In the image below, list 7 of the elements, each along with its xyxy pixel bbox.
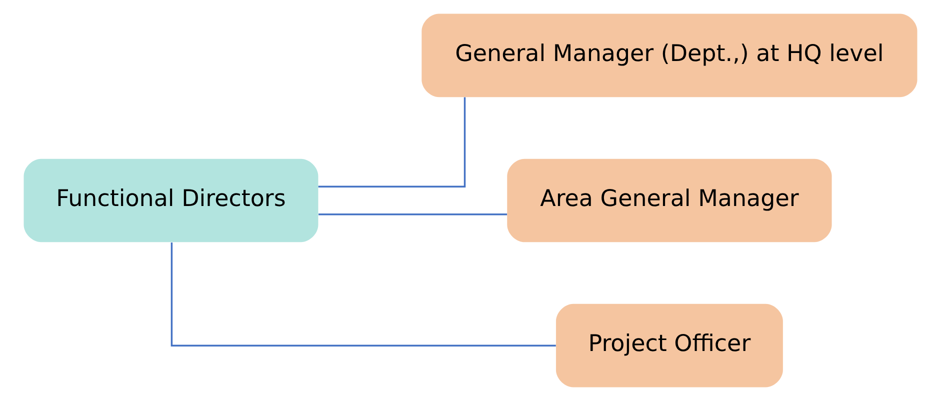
- node-box: Area General Manager: [507, 158, 832, 242]
- node-box: Project Officer: [556, 304, 783, 388]
- connector: [318, 214, 508, 216]
- node-box: Functional Directors: [24, 158, 318, 242]
- connector: [318, 97, 466, 188]
- node-box: General Manager (Dept.,) at HQ level: [422, 14, 918, 98]
- connector: [170, 242, 556, 346]
